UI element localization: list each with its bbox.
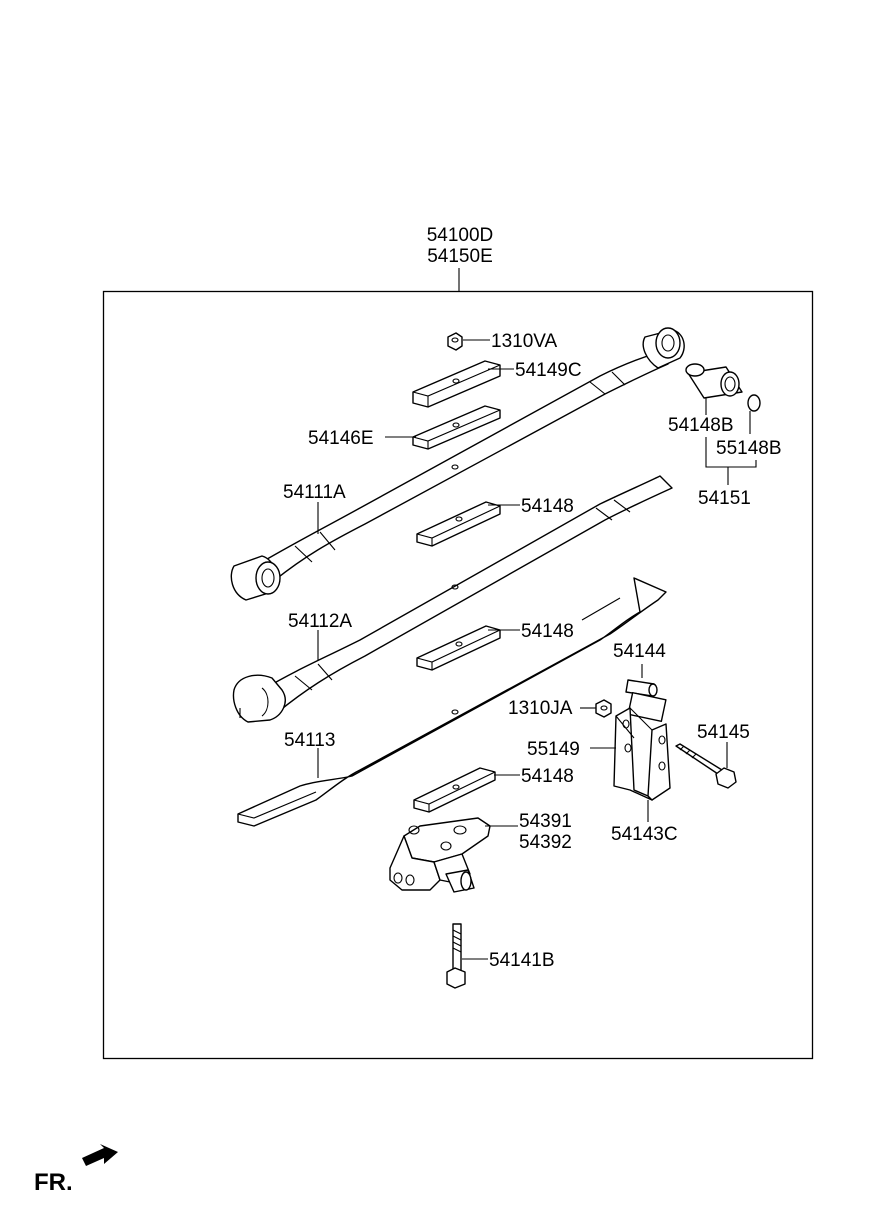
assembly-label-1: 54100D [427,225,494,246]
label-54144[interactable]: 54144 [613,641,666,662]
pad-54149c[interactable] [412,360,501,408]
nut-1310va[interactable] [447,332,463,351]
label-54111a[interactable]: 54111A [283,482,346,503]
pad-54146e[interactable] [412,405,501,450]
bolt-54145[interactable] [675,743,737,789]
label-54145[interactable]: 54145 [697,722,750,743]
pad-54148-b[interactable] [416,625,501,671]
nut-1310ja[interactable] [595,699,612,718]
label-54143c[interactable]: 54143C [611,824,678,845]
center-bolt-54141b[interactable] [446,923,466,989]
fr-direction-label: FR. [34,1169,73,1196]
label-54151[interactable]: 54151 [698,488,751,509]
second-leaf-54112a[interactable] [232,475,673,723]
label-54148-b[interactable]: 54148 [521,621,574,642]
third-leaf-54113[interactable] [237,577,667,827]
main-leaf-54111a[interactable] [230,327,685,601]
ring-55148b[interactable] [747,394,761,412]
label-55148b[interactable]: 55148B [716,438,782,459]
label-1310va[interactable]: 1310VA [491,331,558,352]
label-54148-c[interactable]: 54148 [521,766,574,787]
pad-54148-a[interactable] [416,501,501,547]
spring-seat-54391[interactable] [389,817,491,893]
label-54146e[interactable]: 54146E [308,428,374,449]
bracket-54151 [705,437,757,468]
shackle-54143c[interactable] [613,707,671,801]
label-1310ja[interactable]: 1310JA [508,698,573,719]
front-direction-arrow-icon [82,1144,118,1166]
label-55149[interactable]: 55149 [527,739,580,760]
shackle-pin-54144[interactable] [625,679,667,722]
label-54148-a[interactable]: 54148 [521,496,574,517]
label-54141b[interactable]: 54141B [489,950,555,971]
assembly-label-2: 54150E [427,246,493,267]
label-54149c[interactable]: 54149C [515,360,582,381]
label-54148b[interactable]: 54148B [668,415,734,436]
bushing-54148b[interactable] [685,363,743,399]
label-54112a[interactable]: 54112A [288,611,352,632]
label-54391[interactable]: 54391 [519,811,572,832]
label-54392[interactable]: 54392 [519,832,572,853]
label-54113[interactable]: 54113 [284,730,335,751]
pad-54148-c[interactable] [413,767,496,813]
assembly-frame [102,290,814,1060]
